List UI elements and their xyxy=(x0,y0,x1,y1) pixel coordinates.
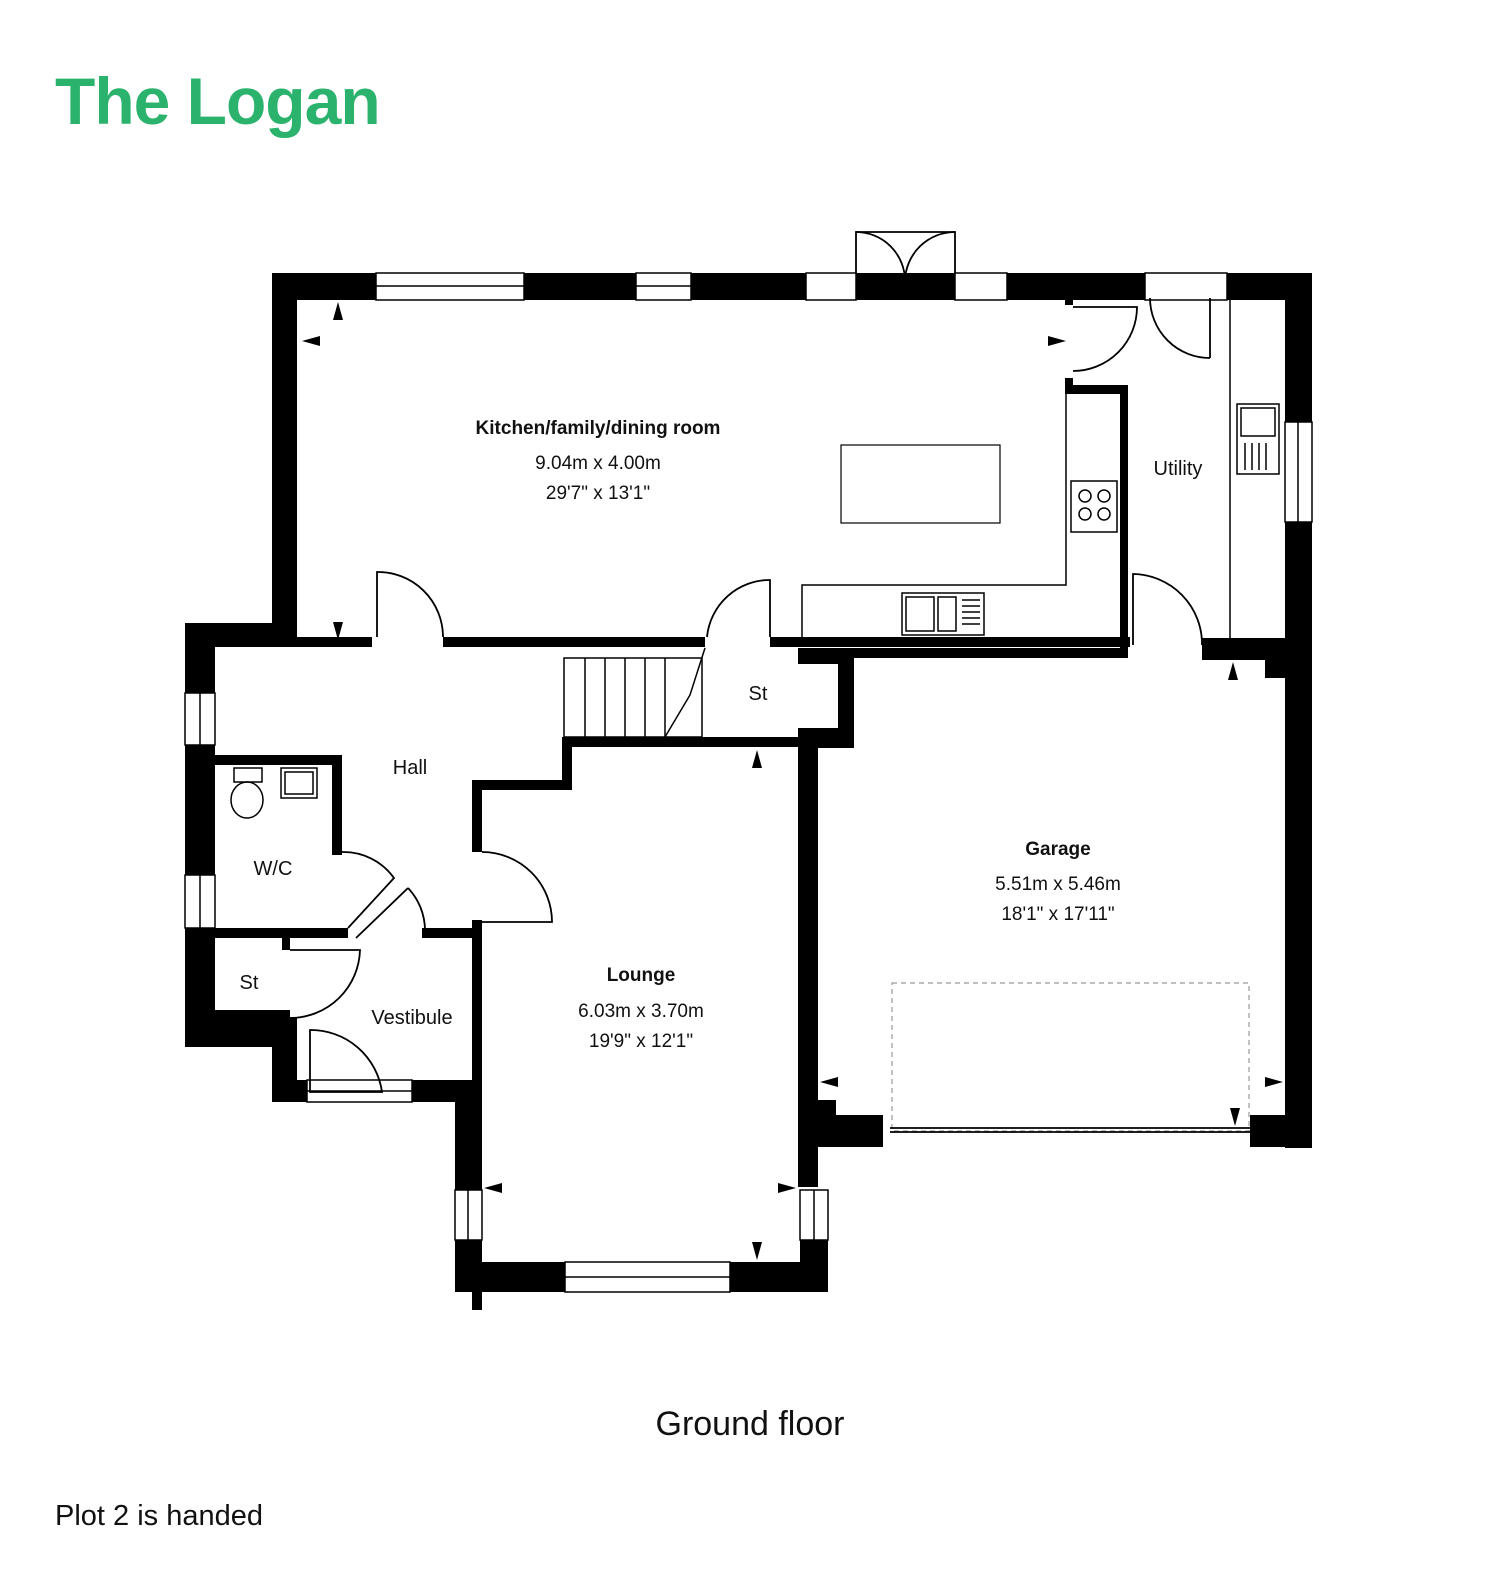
stairs xyxy=(563,647,706,738)
hall-name: Hall xyxy=(393,757,427,779)
store-hall-name: St xyxy=(749,683,768,705)
kitchen-imperial: 29'7" x 13'1" xyxy=(546,483,650,504)
garage-name: Garage xyxy=(1025,839,1090,860)
handing-note: Plot 2 is handed xyxy=(55,1500,263,1532)
vestibule-name: Vestibule xyxy=(371,1007,452,1029)
kitchen-fittings xyxy=(230,300,1280,819)
dimension-arrows xyxy=(302,302,1283,1260)
wc-name: W/C xyxy=(254,858,293,880)
garage-imperial: 18'1" x 17'11" xyxy=(1001,904,1114,925)
lounge-metric: 6.03m x 3.70m xyxy=(578,1001,704,1022)
kitchen-name: Kitchen/family/dining room xyxy=(476,418,721,439)
windows xyxy=(184,272,1313,1293)
lounge-name: Lounge xyxy=(607,965,676,986)
walls xyxy=(185,273,1312,1310)
house-type-title: The Logan xyxy=(55,64,381,138)
kitchen-metric: 9.04m x 4.00m xyxy=(535,453,661,474)
garage-metric: 5.51m x 5.46m xyxy=(995,874,1121,895)
store-vestibule-name: St xyxy=(240,972,259,994)
doors xyxy=(289,231,1250,1133)
utility-name: Utility xyxy=(1154,458,1203,480)
floor-caption: Ground floor xyxy=(655,1405,845,1443)
room-labels: Kitchen/family/dining room 9.04m x 4.00m… xyxy=(240,418,1203,1052)
lounge-imperial: 19'9" x 12'1" xyxy=(589,1031,693,1052)
